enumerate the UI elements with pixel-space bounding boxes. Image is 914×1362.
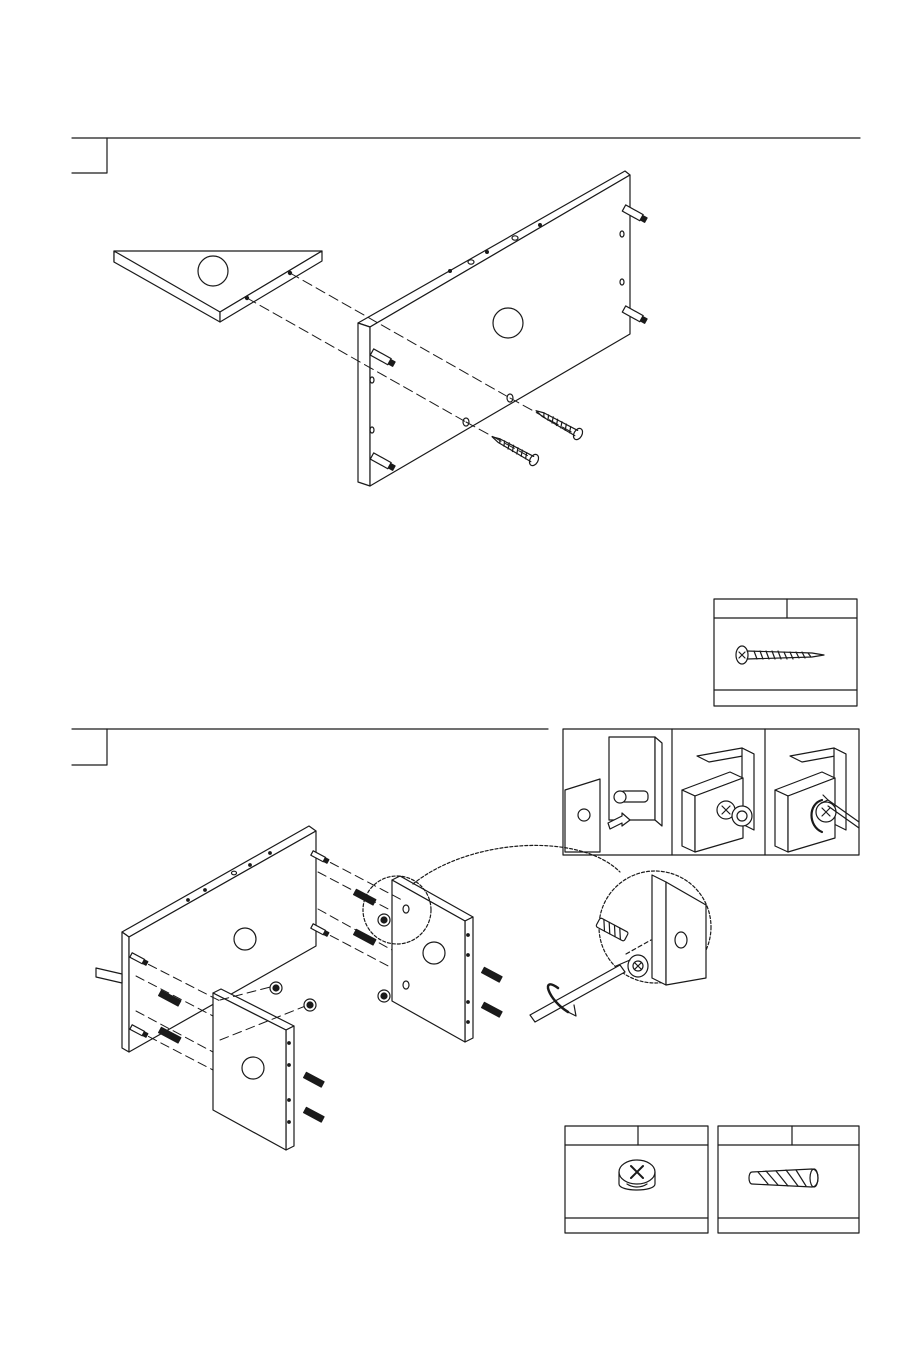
detail-insets	[563, 729, 859, 855]
step-2-number-box	[72, 729, 107, 765]
wood-dowel-icon	[749, 1169, 818, 1187]
parts-box-cam-lock	[565, 1126, 708, 1233]
step-2	[72, 729, 859, 1233]
end-panel-front	[213, 989, 294, 1150]
end-panel-right	[392, 876, 473, 1042]
step-1	[72, 138, 860, 706]
back-panel-long	[96, 826, 316, 1052]
step-1-number-box	[72, 138, 107, 173]
screwdriver-icon	[530, 960, 630, 1022]
screw-1	[533, 405, 584, 441]
parts-box-dowel	[718, 1126, 859, 1233]
triangle-shelf-panel	[114, 251, 322, 322]
parts-box-screw	[714, 599, 857, 706]
screw-2	[489, 431, 540, 467]
